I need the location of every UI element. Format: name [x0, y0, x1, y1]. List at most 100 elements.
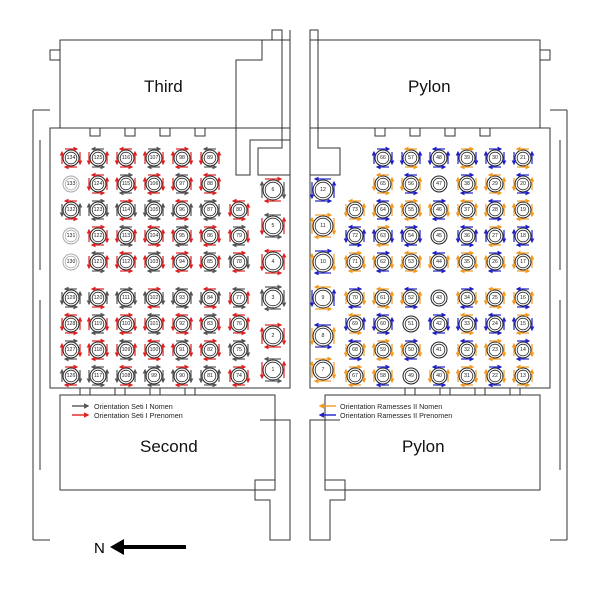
- column: 8: [309, 322, 337, 350]
- column-number: 52: [408, 295, 414, 301]
- column-inner-ring: [175, 229, 189, 243]
- second-pylon-left-gate: [254, 419, 291, 541]
- column-number: 69: [352, 321, 358, 327]
- legend-ramesses-nomen-label: Orientation Ramesses II Nomen: [340, 402, 442, 411]
- column: 4: [259, 248, 287, 276]
- column-inner-ring: [91, 369, 105, 383]
- column: 114: [114, 198, 138, 222]
- column: 6: [259, 176, 287, 204]
- column: 23: [483, 338, 507, 362]
- column-outer-ring: [312, 287, 334, 309]
- column: 87: [198, 198, 222, 222]
- column-inner-ring: [404, 177, 418, 191]
- second-label: Second: [140, 437, 198, 456]
- column: 20: [511, 172, 535, 196]
- column-inner-ring: [488, 229, 502, 243]
- column-inner-ring: [64, 151, 78, 165]
- column-number: 128: [67, 321, 76, 327]
- legend-seti-nomen-label: Orientation Seti I Nomen: [94, 402, 173, 411]
- column-inner-ring: [314, 253, 332, 271]
- column-number: 77: [236, 295, 242, 301]
- column-number: 107: [150, 155, 159, 161]
- column-inner-ring: [348, 203, 362, 217]
- column-inner-ring: [91, 255, 105, 269]
- column-inner-ring: [348, 369, 362, 383]
- column-inner-ring: [314, 361, 332, 379]
- column-inner-ring: [119, 291, 133, 305]
- column-number: 98: [179, 155, 185, 161]
- column-number: 42: [436, 321, 442, 327]
- column: 10: [309, 248, 337, 276]
- column-inner-ring: [516, 203, 530, 217]
- column-number: 46: [436, 207, 442, 213]
- column-inner-ring: [516, 369, 530, 383]
- column: 17: [511, 250, 535, 274]
- column: 90: [170, 364, 194, 388]
- column-inner-ring: [432, 177, 446, 191]
- column-inner-ring: [147, 151, 161, 165]
- column-inner-ring: [264, 327, 282, 345]
- column: 9: [309, 284, 337, 312]
- column-inner-ring: [516, 151, 530, 165]
- column-number: 44: [436, 259, 442, 265]
- column: 129: [59, 286, 83, 310]
- column-inner-ring: [460, 151, 474, 165]
- column: 18: [511, 224, 535, 248]
- column: 65: [371, 172, 395, 196]
- column: 88: [198, 172, 222, 196]
- column: 107: [142, 146, 166, 170]
- column: 63: [371, 224, 395, 248]
- column-inner-ring: [460, 317, 474, 331]
- column-inner-ring: [376, 291, 390, 305]
- column-number: 101: [150, 321, 159, 327]
- column-number: 1: [272, 367, 275, 373]
- column-inner-ring: [203, 203, 217, 217]
- north-label: N: [94, 540, 105, 557]
- column-inner-ring: [460, 177, 474, 191]
- column-inner-ring: [232, 229, 246, 243]
- column-number: 38: [464, 181, 470, 187]
- column: 28: [483, 198, 507, 222]
- north-arrow: N: [94, 539, 186, 557]
- column-number: 132: [67, 207, 76, 213]
- column: 74: [227, 364, 251, 388]
- column-inner-ring: [488, 177, 502, 191]
- column: 56: [399, 172, 423, 196]
- column-inner-ring: [232, 343, 246, 357]
- column-inner-ring: [376, 343, 390, 357]
- column-inner-ring: [232, 291, 246, 305]
- column-number: 39: [464, 155, 470, 161]
- column-number: 15: [520, 321, 526, 327]
- column: 92: [170, 312, 194, 336]
- column-number: 87: [207, 207, 213, 213]
- column-number: 110: [122, 321, 130, 327]
- column-number: 29: [492, 181, 498, 187]
- column-number: 57: [408, 155, 414, 161]
- column: 93: [170, 286, 194, 310]
- column: 62: [371, 250, 395, 274]
- column: 21: [511, 146, 535, 170]
- column-number: 56: [408, 181, 414, 187]
- column-number: 58: [380, 373, 386, 379]
- column-number: 62: [380, 259, 386, 265]
- column-number: 31: [464, 373, 470, 379]
- column-inner-ring: [203, 317, 217, 331]
- third-pylon-right-step: [539, 40, 551, 61]
- column: 118: [86, 338, 110, 362]
- column: 46: [427, 198, 451, 222]
- column: 61: [371, 286, 395, 310]
- column-number: 63: [380, 233, 386, 239]
- column-inner-ring: [460, 343, 474, 357]
- column-inner-ring: [91, 151, 105, 165]
- column-number: 6: [272, 187, 275, 193]
- column-inner-ring: [314, 217, 332, 235]
- column: 67: [343, 364, 367, 388]
- column: 68: [343, 338, 367, 362]
- column-inner-ring: [404, 343, 418, 357]
- column: 71: [343, 250, 367, 274]
- column: 97: [170, 172, 194, 196]
- column: 99: [142, 364, 166, 388]
- column-number: 16: [520, 295, 526, 301]
